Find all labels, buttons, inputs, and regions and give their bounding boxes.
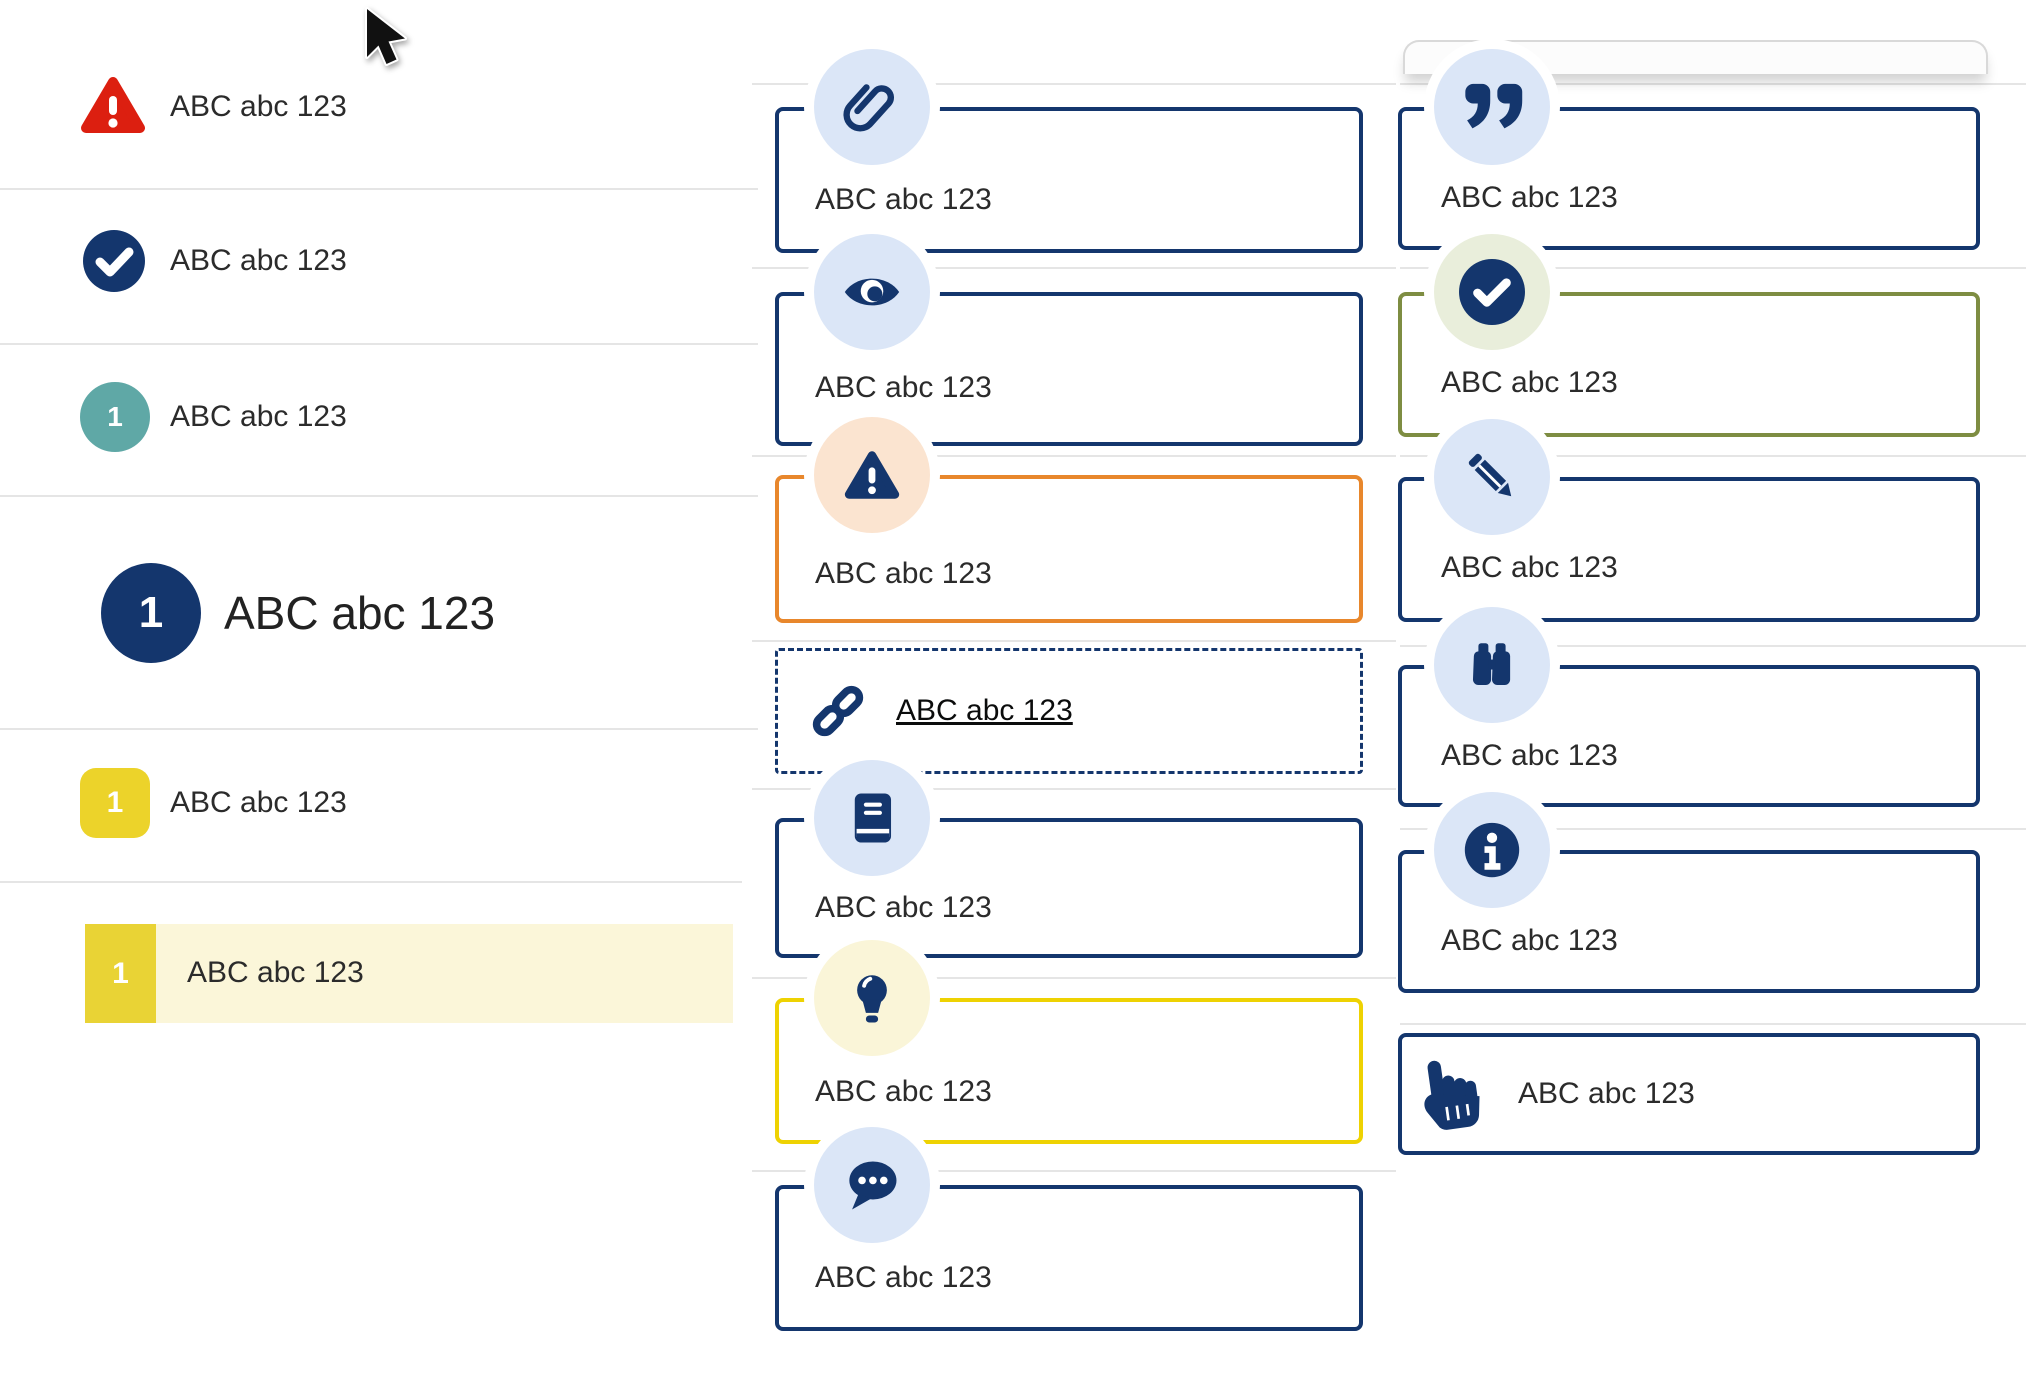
callout-label: ABC abc 123 (1441, 739, 1618, 772)
divider (1400, 645, 2026, 647)
callout-edit (1398, 477, 1980, 622)
callout-label: ABC abc 123 (1441, 366, 1618, 399)
list-item-label: ABC abc 123 (170, 244, 347, 277)
book-badge (814, 760, 930, 876)
number-badge-teal: 1 (80, 382, 150, 452)
check-circle-icon (1459, 259, 1525, 325)
divider (752, 83, 1396, 85)
list-item-label: ABC abc 123 (170, 400, 347, 433)
paperclip-icon (843, 84, 894, 132)
callout-label: ABC abc 123 (1441, 181, 1618, 214)
hand-pointer-icon (1424, 1060, 1480, 1130)
quote-badge (1434, 49, 1550, 165)
list-item-label: ABC abc 123 (170, 786, 347, 819)
quote-icon (1465, 83, 1523, 129)
info-icon (1464, 822, 1520, 878)
callout-link-box (775, 648, 1363, 774)
warning-badge (814, 417, 930, 533)
callout-label: ABC abc 123 (1441, 551, 1618, 584)
chat-icon (849, 1161, 897, 1210)
divider (1400, 83, 2026, 85)
book-icon (854, 793, 892, 843)
pencil-icon (1468, 453, 1512, 497)
lightbulb-badge (814, 940, 930, 1056)
divider (752, 640, 1396, 642)
list-item-label: ABC abc 123 (187, 956, 364, 989)
divider (1400, 455, 2026, 457)
divider (752, 267, 1396, 269)
divider (0, 343, 758, 345)
divider (752, 455, 1396, 457)
callout-action (1398, 1033, 1980, 1155)
callout-label: ABC abc 123 (815, 557, 992, 590)
mouse-cursor (365, 7, 407, 66)
divider (752, 788, 1396, 790)
divider (0, 188, 758, 190)
check-circle-icon (83, 230, 145, 292)
paperclip-badge (814, 49, 930, 165)
callout-label: ABC abc 123 (815, 891, 992, 924)
chat-badge (814, 1127, 930, 1243)
lightbulb-icon (857, 975, 887, 1023)
callout-label: ABC abc 123 (1441, 924, 1618, 957)
check-badge (1434, 234, 1550, 350)
binoculars-badge (1434, 607, 1550, 723)
warning-triangle-icon (844, 451, 900, 499)
highlight-background (85, 924, 733, 1023)
divider (0, 881, 742, 883)
callout-label: ABC abc 123 (815, 371, 992, 404)
callout-label: ABC abc 123 (815, 183, 992, 216)
divider (752, 1170, 1396, 1172)
binoculars-icon (1472, 643, 1511, 685)
eye-icon (844, 278, 900, 306)
callout-label: ABC abc 123 (815, 1075, 992, 1108)
callout-label: ABC abc 123 (815, 1261, 992, 1294)
list-item-label: ABC abc 123 (170, 90, 347, 123)
divider (752, 977, 1396, 979)
divider (1400, 1023, 2026, 1025)
pencil-badge (1434, 419, 1550, 535)
hyperlink[interactable]: ABC abc 123 (896, 694, 1073, 727)
number-badge-large-navy: 1 (101, 563, 201, 663)
divider (0, 728, 758, 730)
number-badge-yellow: 1 (80, 768, 150, 838)
divider (0, 495, 758, 497)
info-badge (1434, 792, 1550, 908)
number-badge-yellow: 1 (85, 924, 156, 1023)
link-icon (812, 685, 864, 737)
section-heading: ABC abc 123 (224, 587, 496, 639)
warning-triangle-icon (81, 77, 145, 133)
divider (1400, 267, 2026, 269)
callout-label: ABC abc 123 (1518, 1077, 1695, 1110)
eye-badge (814, 234, 930, 350)
divider (1400, 828, 2026, 830)
